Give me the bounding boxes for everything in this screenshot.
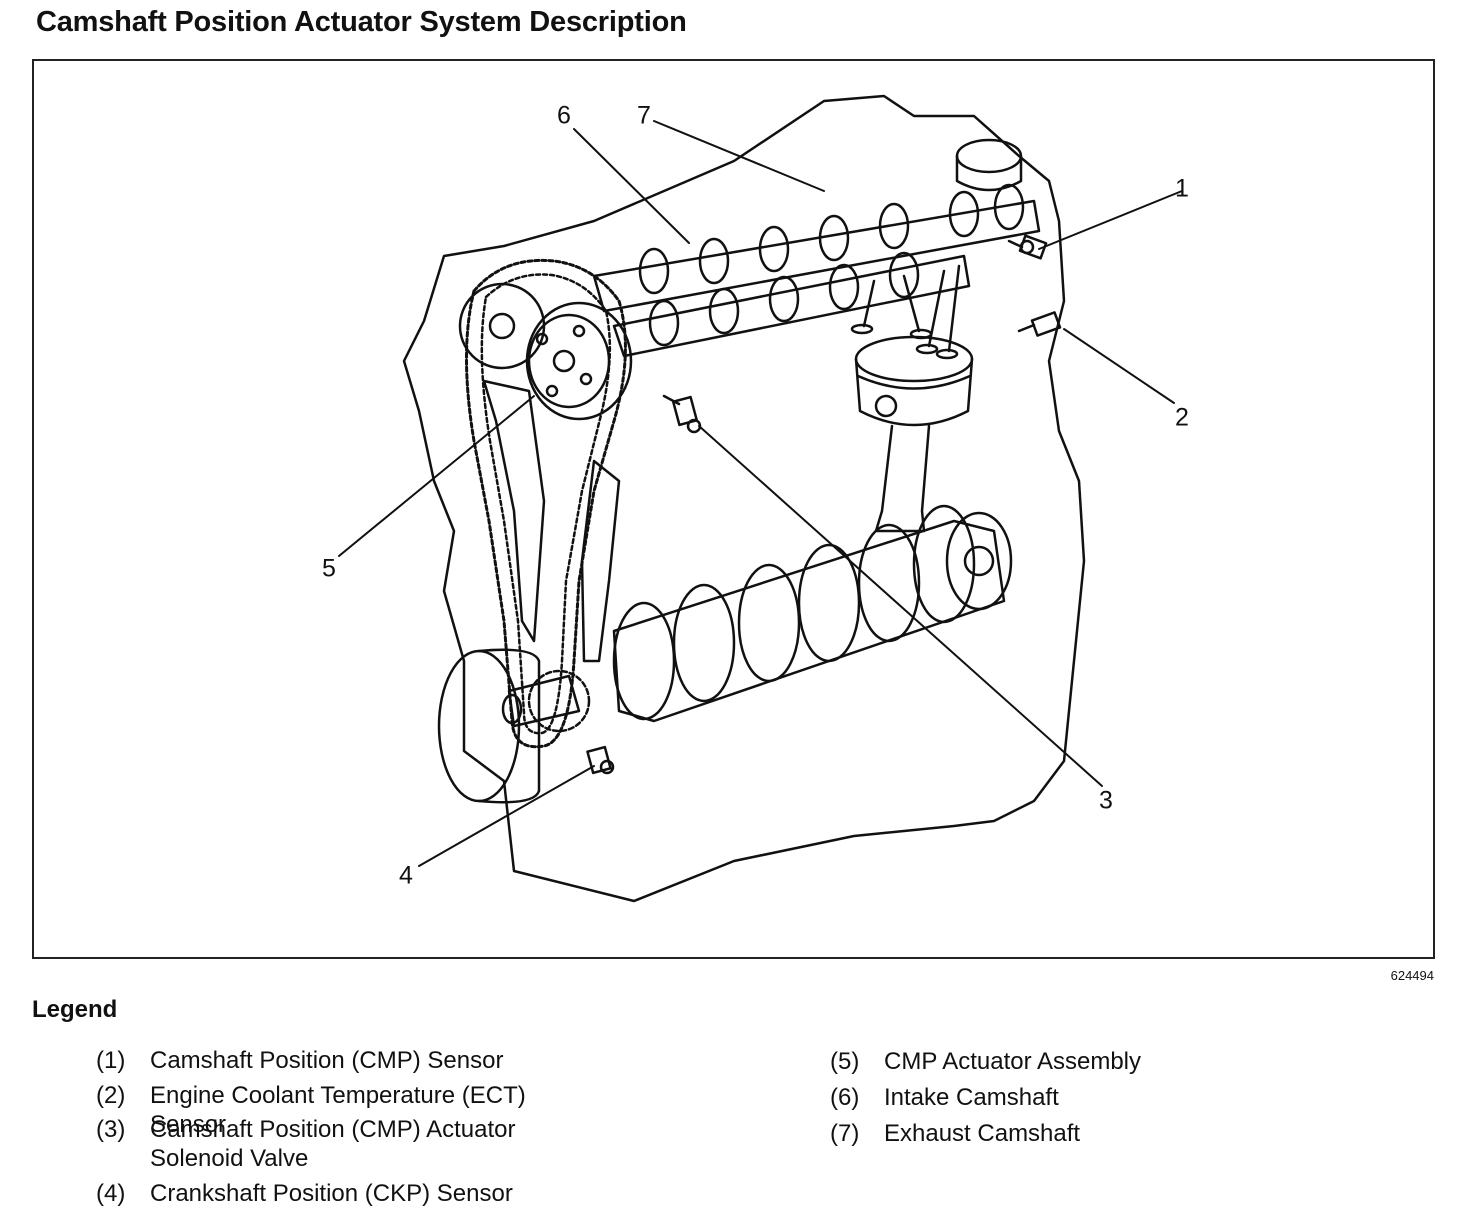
leader-1 xyxy=(1038,190,1183,250)
figure-id: 624494 xyxy=(1390,968,1434,983)
legend-text: CMP Actuator Assembly xyxy=(884,1048,1141,1075)
ect-sensor-body xyxy=(1017,311,1062,337)
exhaust-camshaft xyxy=(592,199,1041,313)
crank-rear-flange xyxy=(945,511,1013,611)
leader-7 xyxy=(653,120,825,192)
legend-num: (3) xyxy=(96,1116,126,1143)
cmp-sensor-body xyxy=(1007,234,1048,260)
legend-num: (2) xyxy=(96,1082,126,1109)
callout-4: 4 xyxy=(399,861,413,890)
leader-3 xyxy=(698,425,1103,787)
legend-num: (5) xyxy=(830,1048,860,1075)
engine-diagram xyxy=(338,94,1183,903)
chain-guide-left xyxy=(482,379,546,643)
legend-num: (1) xyxy=(96,1047,126,1074)
cmp-solenoid-body xyxy=(662,394,702,434)
ckp-sensor-body xyxy=(586,745,615,775)
callout-6: 6 xyxy=(557,101,571,130)
connecting-rod xyxy=(874,424,931,533)
callout-2: 2 xyxy=(1175,403,1189,432)
legend-text: Crankshaft Position (CKP) Sensor xyxy=(150,1180,513,1207)
legend-text: Camshaft Position (CMP) Actuator Solenoi… xyxy=(150,1116,516,1172)
exhaust-sprocket xyxy=(458,282,546,370)
leader-5 xyxy=(338,395,535,557)
legend-text: Intake Camshaft xyxy=(884,1084,1059,1111)
cmp-actuator-assembly xyxy=(525,301,633,421)
diagram-frame: 1 2 3 4 5 6 7 xyxy=(32,59,1435,959)
valves xyxy=(850,264,961,360)
legend-text: Engine Coolant Temperature (ECT) Sensor xyxy=(150,1082,526,1138)
leader-lines xyxy=(338,120,1183,867)
callout-7: 7 xyxy=(637,101,651,130)
chain-guide-right xyxy=(580,459,621,663)
crank-sprocket xyxy=(527,669,591,733)
leader-2 xyxy=(1063,328,1175,404)
page-title: Camshaft Position Actuator System Descri… xyxy=(36,6,687,38)
legend-text: Camshaft Position (CMP) Sensor xyxy=(150,1047,504,1074)
oil-filler-cap xyxy=(955,138,1023,174)
engine-block-outline xyxy=(402,94,1086,903)
timing-chain xyxy=(465,258,627,749)
leader-6 xyxy=(573,128,690,244)
legend-num: (4) xyxy=(96,1180,126,1207)
legend-text: Exhaust Camshaft xyxy=(884,1120,1081,1147)
legend-num: (6) xyxy=(830,1084,860,1111)
intake-camshaft xyxy=(612,254,971,358)
callout-3: 3 xyxy=(1099,786,1113,815)
intake-cam-lobes xyxy=(648,251,920,347)
exhaust-cam-lobes xyxy=(638,183,1025,295)
leader-4 xyxy=(418,765,595,867)
legend-num: (7) xyxy=(830,1120,860,1147)
crank-webs xyxy=(612,504,976,721)
legend-heading: Legend xyxy=(32,996,118,1023)
crank-nose xyxy=(507,674,581,728)
crank-pulley xyxy=(437,649,521,803)
crankshaft xyxy=(612,519,1006,723)
piston xyxy=(854,335,974,383)
callout-1: 1 xyxy=(1175,174,1189,203)
callout-5: 5 xyxy=(322,554,336,583)
